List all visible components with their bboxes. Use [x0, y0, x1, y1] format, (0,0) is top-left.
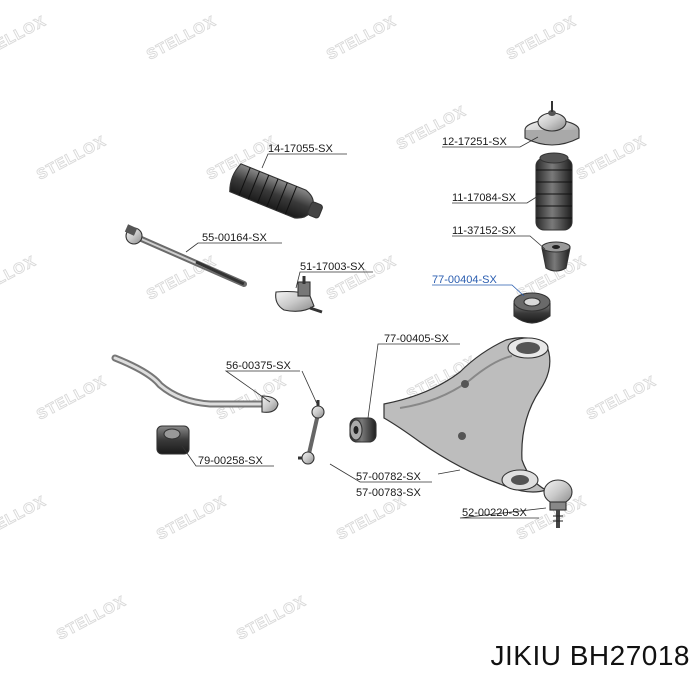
bump-stop-part [541, 241, 571, 272]
stabilizer-bushing-part [156, 425, 190, 455]
watermark-text: STELLOX [234, 593, 309, 644]
ball-joint-part [543, 479, 573, 528]
strut-mount-part [524, 101, 580, 146]
label-control-arm-left: 57-00782-SX [356, 471, 421, 483]
label-front-arm-bushing: 77-00405-SX [384, 333, 449, 345]
watermark-text: STELLOX [334, 493, 409, 544]
watermark-text: STELLOX [144, 13, 219, 64]
part-number-caption: JIKIU BH27018 [490, 640, 690, 671]
label-ball-joint: 52-00220-SX [462, 507, 527, 519]
label-inner-tie-rod: 55-00164-SX [202, 232, 267, 244]
watermark-text: STELLOX [504, 13, 579, 64]
watermark-text: STELLOX [214, 373, 289, 424]
label-rack-boot: 14-17055-SX [268, 143, 333, 155]
watermark-text: STELLOX [0, 493, 49, 544]
label-rear-arm-bushing: 77-00404-SX [432, 274, 497, 286]
rack-boot-part [229, 163, 323, 219]
watermark-text: STELLOX [584, 373, 659, 424]
watermark-text: STELLOX [574, 133, 649, 184]
stabilizer-link-part [298, 400, 325, 465]
label-stabilizer-link: 56-00375-SX [226, 360, 291, 372]
leader-lines [181, 136, 547, 519]
label-strut-boot: 11-17084-SX [452, 192, 517, 204]
inner-tie-rod-part [124, 224, 247, 287]
watermark-text: STELLOX [0, 253, 39, 304]
strut-boot-part [535, 152, 573, 231]
lower-control-arm-part [383, 337, 551, 493]
label-stabilizer-bushing: 79-00258-SX [198, 455, 263, 467]
label-tie-rod-end: 51-17003-SX [300, 261, 365, 273]
tie-rod-end-part [275, 276, 323, 314]
watermark-text: STELLOX [144, 253, 219, 304]
watermark-text: STELLOX [54, 593, 129, 644]
watermark-text: STELLOX [34, 133, 109, 184]
stabilizer-bar-part [111, 354, 279, 413]
watermark-text: STELLOX [154, 493, 229, 544]
label-bump-stop: 11-37152-SX [452, 225, 517, 237]
label-strut-mount: 12-17251-SX [442, 136, 507, 148]
label-control-arm-right: 57-00783-SX [356, 487, 421, 499]
watermark-text: STELLOX [0, 13, 49, 64]
watermark-text: STELLOX [34, 373, 109, 424]
watermark-text: STELLOX [324, 13, 399, 64]
front-arm-bushing-part [349, 417, 377, 443]
rear-arm-bushing-part [513, 292, 551, 324]
